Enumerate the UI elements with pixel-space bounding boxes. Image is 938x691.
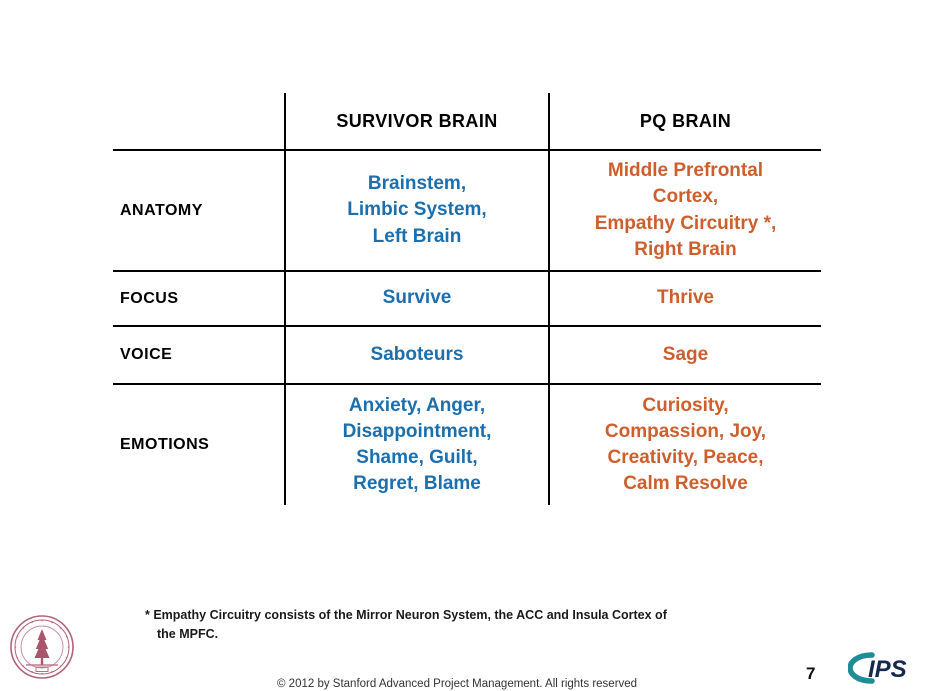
row-label-focus-text: FOCUS [120,289,179,307]
column-header-survivor-brain: SURVIVOR BRAIN [286,93,548,149]
stanford-seal-icon [8,613,76,681]
table-cell-focus-pq-text: Thrive [656,287,715,309]
footnote-line-2: the MPFC. [157,627,219,642]
page-number: 7 [806,664,816,683]
comparison-table: SURVIVOR BRAIN PQ BRAIN ANATOMY Brainste… [113,93,821,505]
table-row-label-emotions: EMOTIONS [113,385,284,505]
table-cell-voice-pq: Sage [550,327,821,383]
copyright-notice: © 2012 by Stanford Advanced Project Mana… [277,678,638,690]
table-cell-voice-pq-text: Sage [662,343,709,365]
ips-logo-icon: IPS [847,652,932,684]
table-cell-focus-survivor-text: Survive [382,287,452,309]
column-header-pq-brain-label: PQ BRAIN [639,110,732,131]
table-rule-anatomy [113,270,821,272]
table-cell-voice-survivor-text: Saboteurs [370,343,464,365]
table-row-label-focus: FOCUS [113,272,284,325]
row-label-voice-text: VOICE [120,346,173,363]
table-cell-anatomy-survivor-text: Brainstem, Limbic System, Left Brain [347,173,487,247]
table-divider-left [284,93,286,505]
column-header-survivor-brain-label: SURVIVOR BRAIN [336,110,498,131]
table-rule-focus [113,325,821,327]
table-cell-emotions-survivor-text: Anxiety, Anger, Disappointment, Shame, G… [342,394,492,495]
table-cell-emotions-pq: Curiosity, Compassion, Joy, Creativity, … [550,385,821,505]
table-row-label-voice: VOICE [113,327,284,383]
table-cell-focus-pq: Thrive [550,272,821,325]
footnote-line-1: * Empathy Circuitry consists of the Mirr… [145,608,667,622]
table-cell-emotions-survivor: Anxiety, Anger, Disappointment, Shame, G… [286,385,548,505]
column-header-pq-brain: PQ BRAIN [550,93,821,149]
row-label-anatomy-text: ANATOMY [120,201,203,219]
table-cell-voice-survivor: Saboteurs [286,327,548,383]
table-divider-right [548,93,550,505]
ips-logo-text: IPS [868,656,907,683]
table-cell-anatomy-survivor: Brainstem, Limbic System, Left Brain [286,151,548,270]
table-rule-voice [113,383,821,385]
footnote: * Empathy Circuitry consists of the Mirr… [145,606,765,645]
table-cell-emotions-pq-text: Curiosity, Compassion, Joy, Creativity, … [604,394,767,495]
table-cell-anatomy-pq: Middle Prefrontal Cortex, Empathy Circui… [550,151,821,270]
table-rule-header [113,149,821,151]
row-label-emotions-text: EMOTIONS [120,436,210,453]
table-row-label-anatomy: ANATOMY [113,151,284,270]
table-cell-anatomy-pq-text: Middle Prefrontal Cortex, Empathy Circui… [594,160,777,260]
table-cell-focus-survivor: Survive [286,272,548,325]
